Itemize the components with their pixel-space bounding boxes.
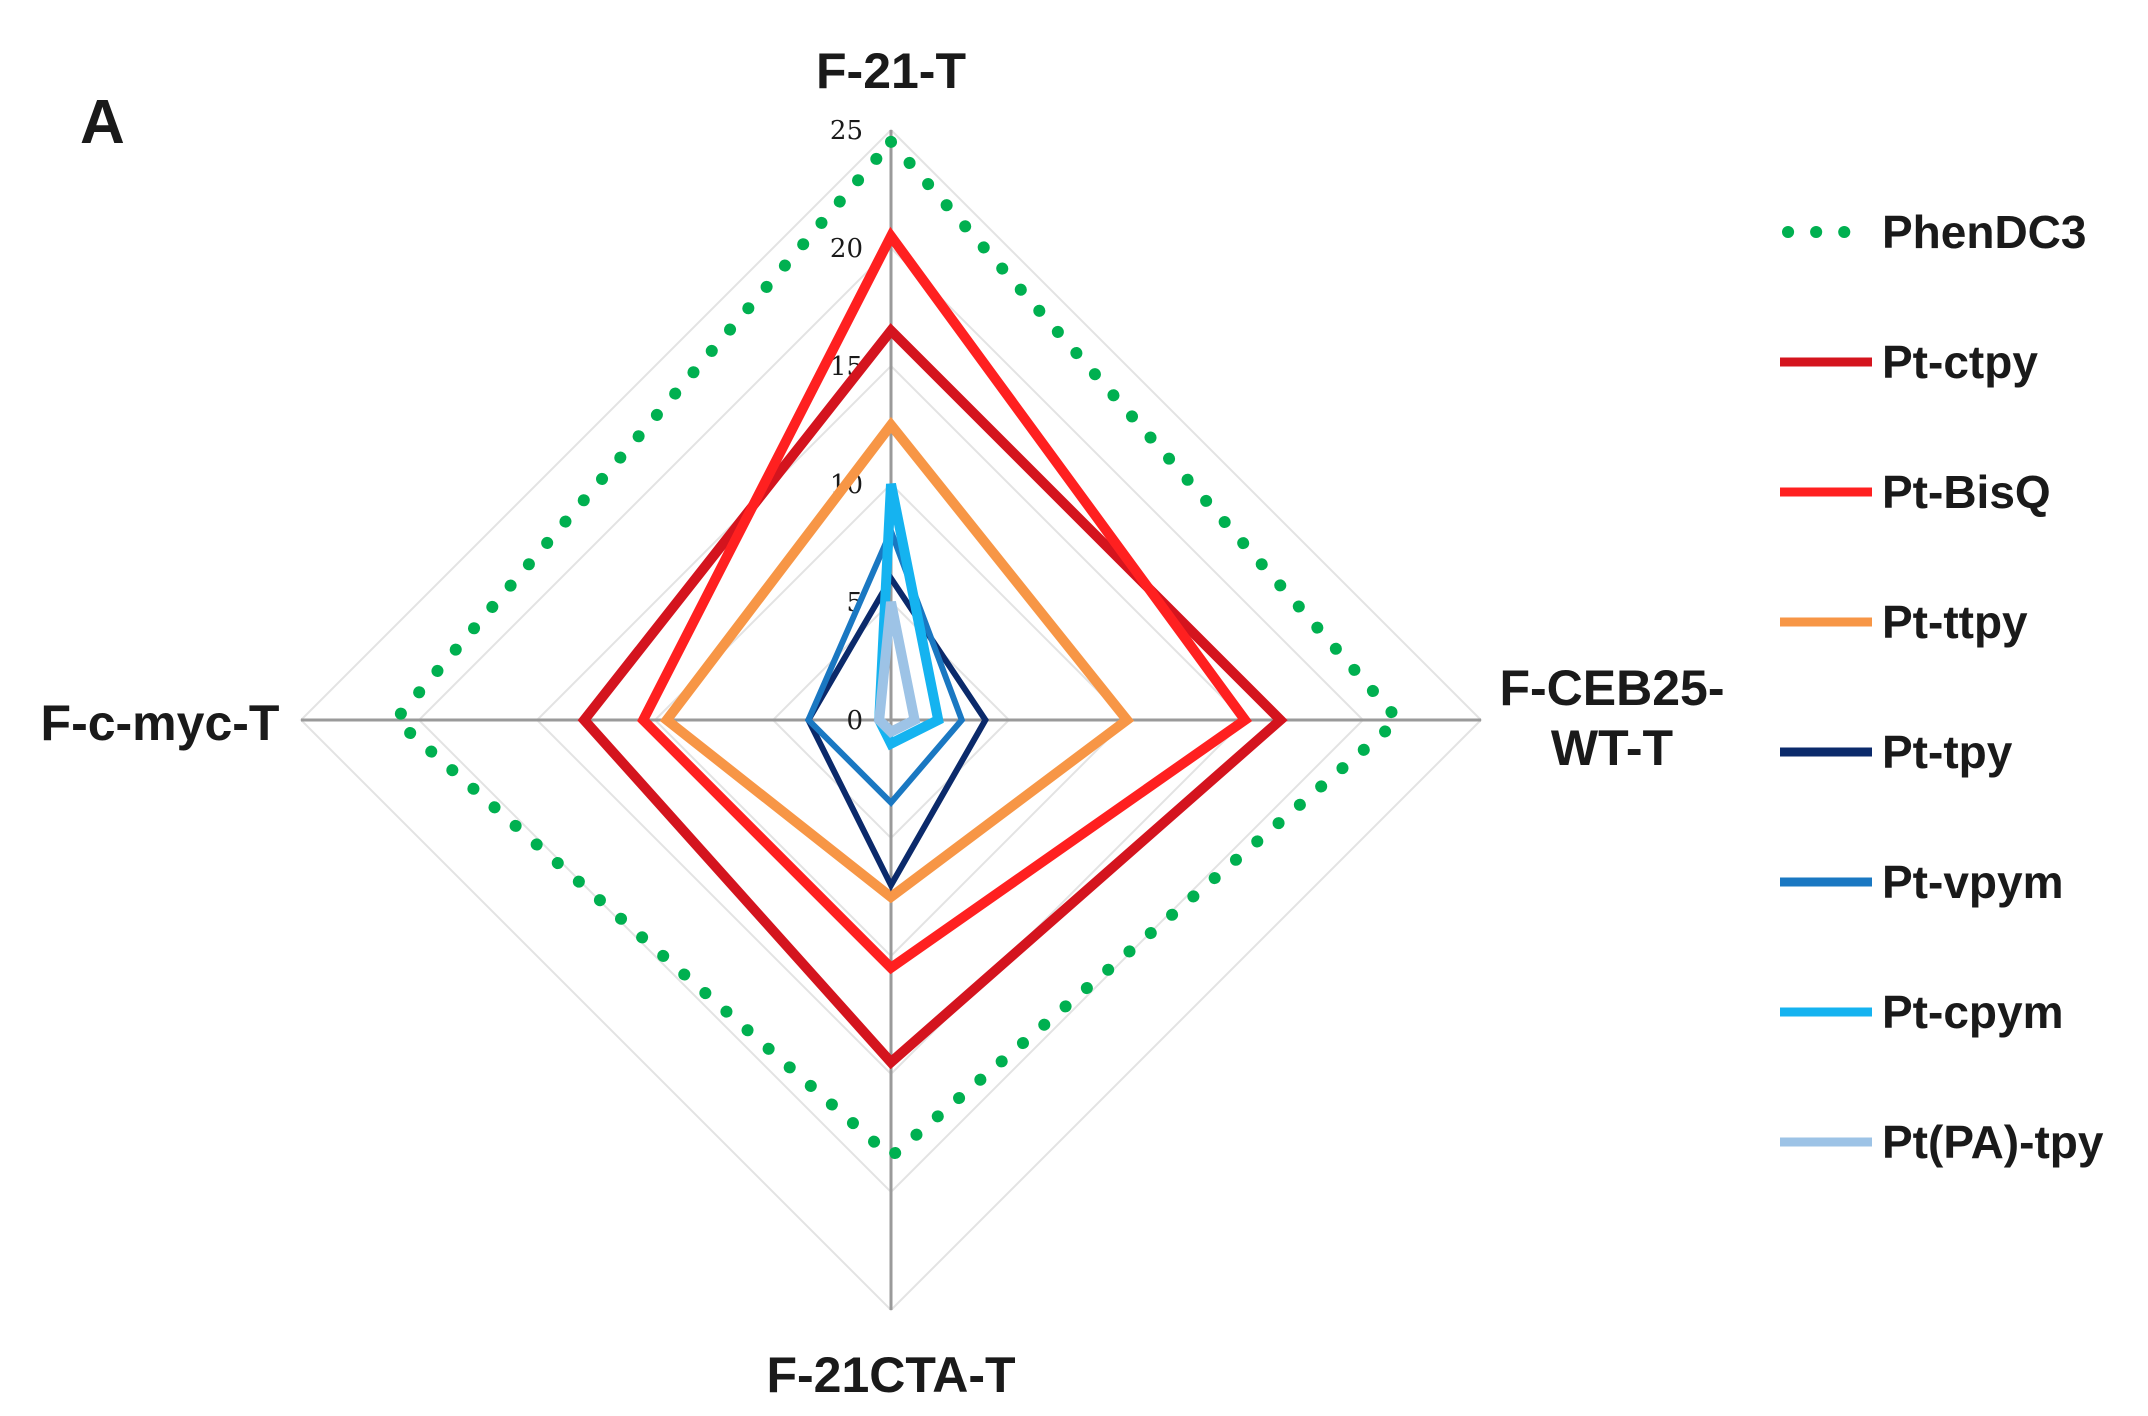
axis-label: F-CEB25- bbox=[1499, 660, 1724, 716]
tick-label: 20 bbox=[830, 234, 863, 264]
axis-label: WT-T bbox=[1551, 720, 1673, 776]
series-pt-ttpy bbox=[659, 416, 1135, 904]
legend-label: Pt-ttpy bbox=[1882, 596, 2028, 648]
radar-series bbox=[386, 132, 1407, 1165]
legend-label: Pt-tpy bbox=[1882, 726, 2013, 778]
tick-label: 0 bbox=[846, 706, 863, 736]
series-pt-vpym bbox=[804, 523, 966, 808]
legend-item: Pt-tpy bbox=[1780, 726, 2013, 778]
legend-item: Pt-vpym bbox=[1780, 856, 2063, 908]
series-pt-bisq bbox=[637, 226, 1253, 975]
radar-axis-labels: F-21-T F-CEB25-WT-T F-21CTA-T F-c-myc-T bbox=[41, 43, 1725, 1403]
legend-item: Pt-cpym bbox=[1780, 986, 2063, 1038]
series-pt-pa-tpy bbox=[873, 601, 921, 738]
legend-item: PhenDC3 bbox=[1782, 206, 2086, 258]
series-phendc3 bbox=[386, 132, 1407, 1165]
axis-label: F-21CTA-T bbox=[766, 1347, 1015, 1403]
radar-axes bbox=[301, 130, 1481, 1310]
series-pt-tpy bbox=[804, 572, 989, 892]
legend-label: Pt(PA)-tpy bbox=[1882, 1116, 2104, 1168]
legend-label: Pt-cpym bbox=[1882, 986, 2063, 1038]
legend-label: Pt-ctpy bbox=[1882, 336, 2038, 388]
axis-label: F-21-T bbox=[816, 43, 966, 99]
panel-label: A bbox=[80, 88, 125, 157]
legend-item: Pt-ctpy bbox=[1780, 336, 2038, 388]
tick-label: 25 bbox=[830, 116, 863, 146]
legend-label: Pt-BisQ bbox=[1882, 466, 2051, 518]
axis-label: F-c-myc-T bbox=[41, 695, 280, 751]
legend-item: Pt-BisQ bbox=[1780, 466, 2051, 518]
legend-label: PhenDC3 bbox=[1882, 206, 2086, 258]
legend-item: Pt-ttpy bbox=[1780, 596, 2028, 648]
legend-item: Pt(PA)-tpy bbox=[1780, 1116, 2104, 1168]
legend-label: Pt-vpym bbox=[1882, 856, 2063, 908]
